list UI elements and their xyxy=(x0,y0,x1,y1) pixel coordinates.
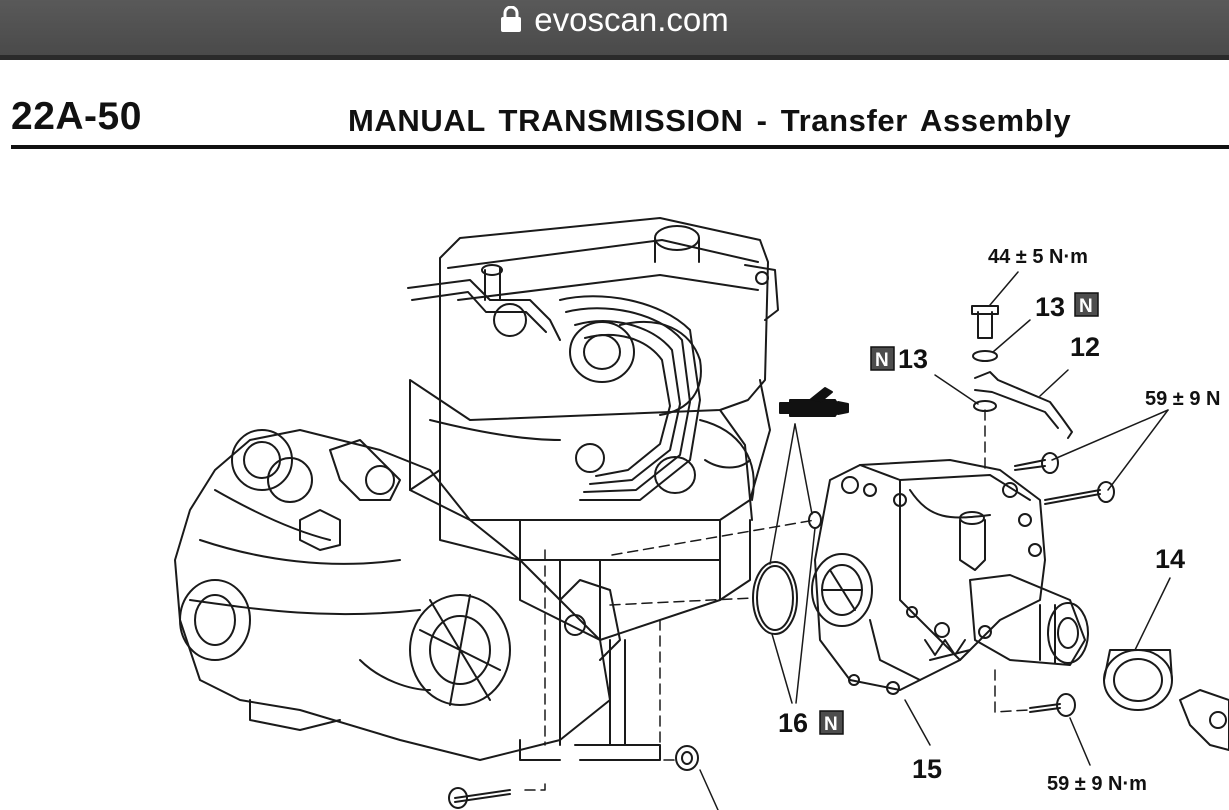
o-ring-drawing xyxy=(752,561,798,635)
transmission-drawing xyxy=(174,429,661,761)
callout-14: 14 xyxy=(1155,544,1185,574)
callout-15: 15 xyxy=(912,754,942,784)
browser-address-bar[interactable]: evoscan.com xyxy=(0,0,1229,60)
page-title: MANUAL TRANSMISSION - Transfer Assembly xyxy=(348,103,1072,138)
sealant-applicator-icon xyxy=(779,387,849,417)
engine-drawing xyxy=(407,217,779,641)
svg-text:N: N xyxy=(824,714,838,735)
callout-12: 12 xyxy=(1070,332,1100,362)
transfer-case-drawing xyxy=(811,459,1089,695)
torque-label-bottom: 59 ± 9 N·m xyxy=(1047,773,1147,795)
lock-icon xyxy=(501,6,522,32)
callout-16: 16 xyxy=(778,708,808,738)
new-part-badge xyxy=(870,346,895,371)
manual-page: 22A-50 MANUAL TRANSMISSION - Transfer As… xyxy=(0,65,1229,810)
sensor-drawing xyxy=(971,305,1073,439)
propeller-shaft-drawing xyxy=(1179,689,1229,751)
new-part-badge xyxy=(819,710,844,735)
torque-label-right: 59 ± 9 N xyxy=(1145,388,1220,410)
sleeve-drawing xyxy=(1103,649,1173,711)
url-display[interactable]: evoscan.com xyxy=(0,2,1229,38)
callout-13-right: 13 xyxy=(1035,292,1065,322)
callout-13-left: 13 xyxy=(898,344,928,374)
page-number: 22A-50 xyxy=(11,95,142,138)
svg-text:N: N xyxy=(875,350,889,371)
new-part-badge xyxy=(1074,292,1099,317)
svg-text:N: N xyxy=(1079,296,1093,317)
bolt-drawing xyxy=(1014,459,1046,471)
torque-label-top: 44 ± 5 N·m xyxy=(988,246,1088,268)
header-rule xyxy=(11,145,1229,149)
url-text: evoscan.com xyxy=(534,1,729,38)
